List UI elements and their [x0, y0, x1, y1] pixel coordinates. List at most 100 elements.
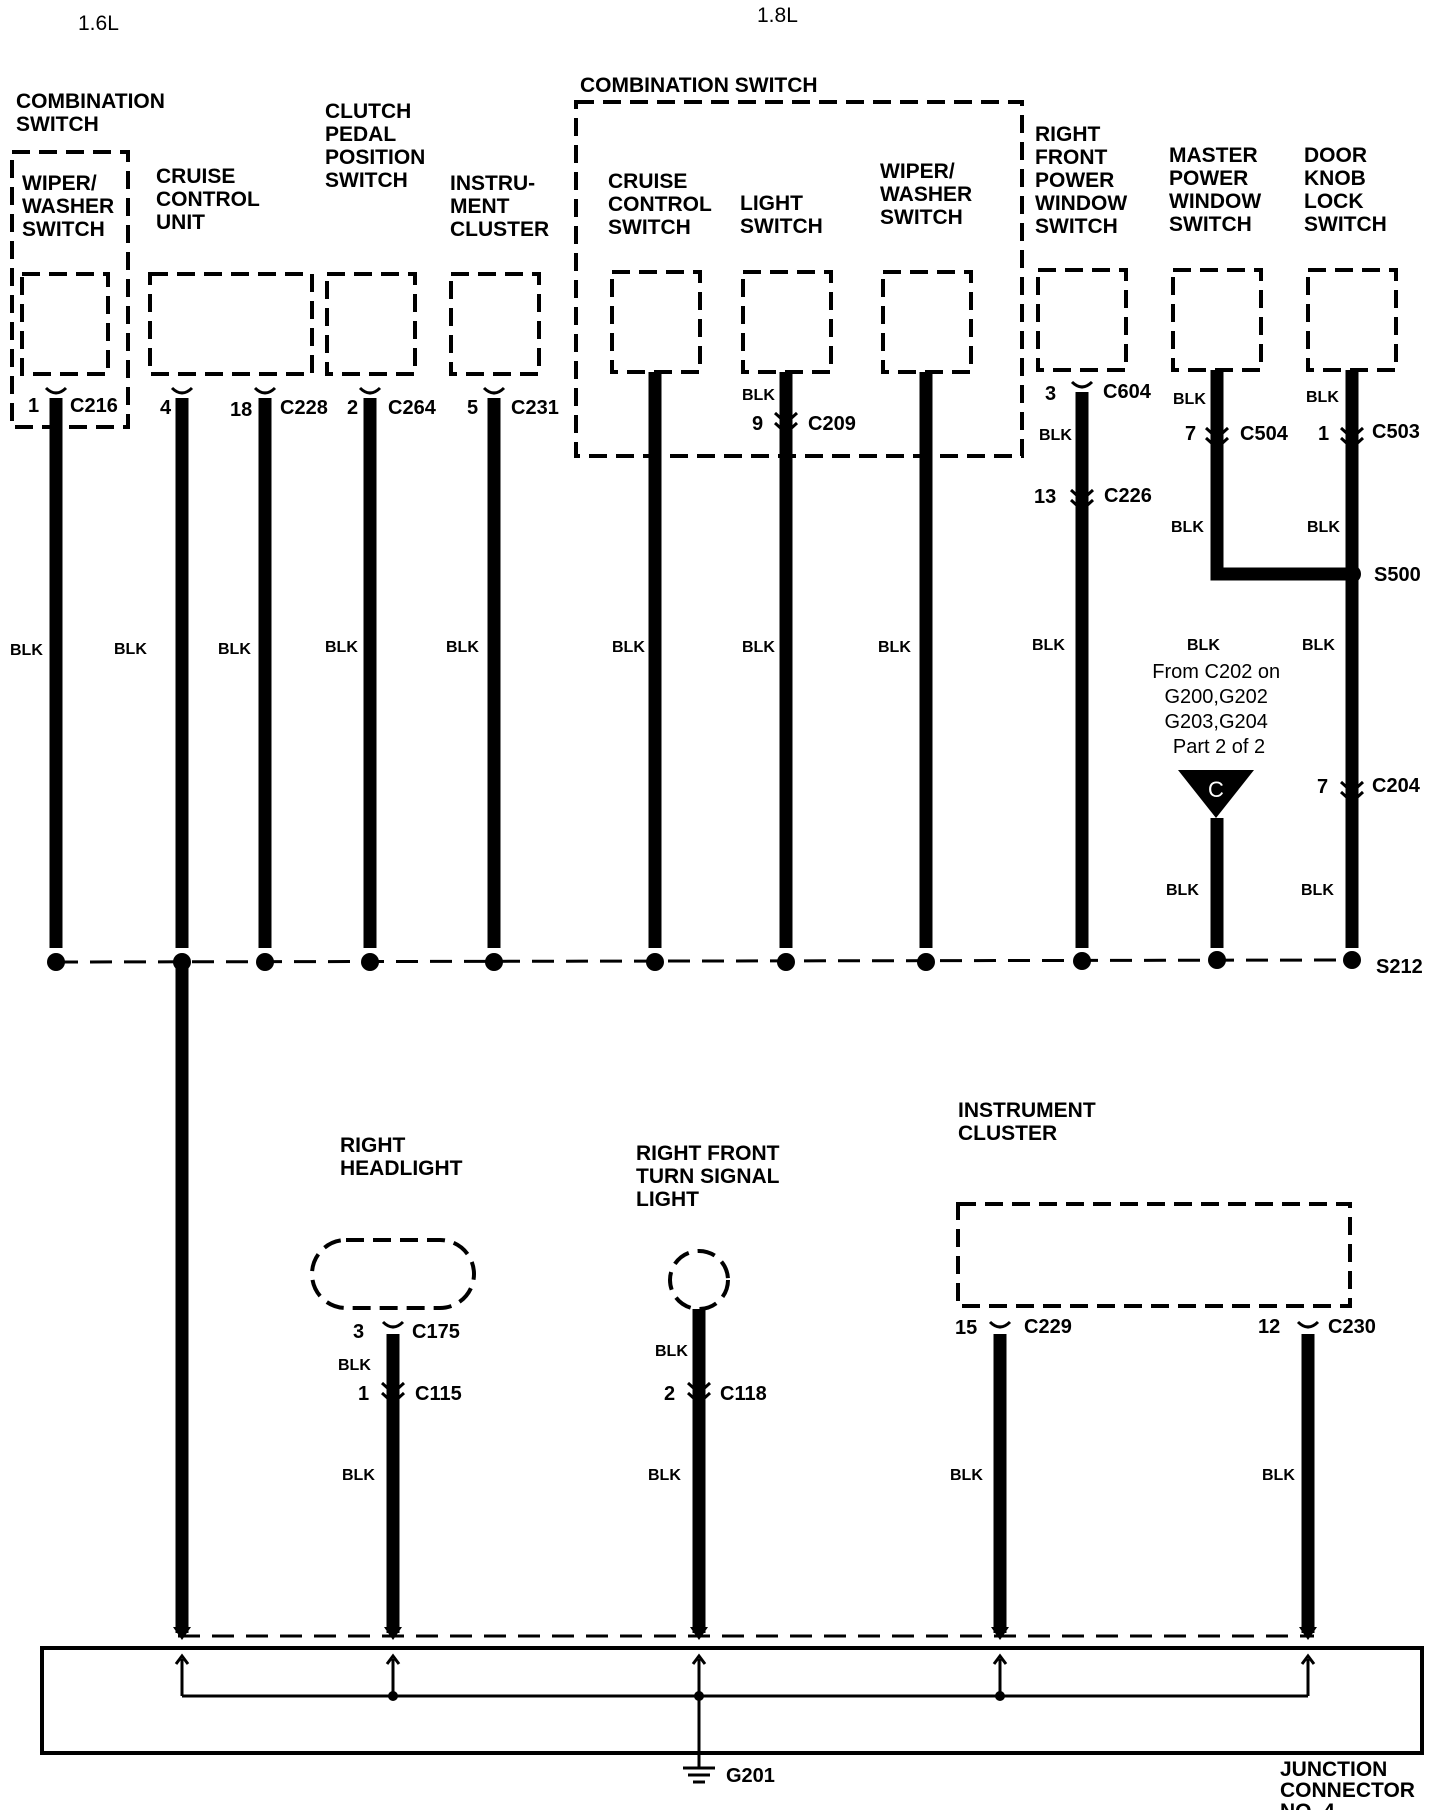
offpage-triangle-icon [1178, 770, 1254, 818]
c175-pin: 3 [353, 1321, 364, 1343]
cruise-control-switch-box [610, 270, 702, 374]
clutch-pedal-position-switch-title: CLUTCH PEDAL POSITION SWITCH [325, 100, 431, 192]
junction-internal-dots [388, 1691, 1005, 1701]
c115-pin: 1 [358, 1383, 369, 1405]
c216-pin: 1 [28, 395, 39, 417]
svg-text:BLK: BLK [742, 639, 775, 656]
svg-text:BLK: BLK [342, 1467, 375, 1484]
right-headlight-title: RIGHT HEADLIGHT [340, 1134, 463, 1180]
junction-connector-title: JUNCTION CONNECTOR NO. 4 [1280, 1758, 1421, 1810]
c226-pin: 13 [1034, 486, 1056, 508]
c264-pin: 2 [347, 397, 358, 419]
junction-connector-box [40, 1646, 1424, 1755]
svg-text:BLK: BLK [218, 641, 251, 658]
c231-pin: 5 [467, 397, 478, 419]
right-front-power-window-switch-box [1036, 268, 1128, 372]
svg-text:BLK: BLK [1166, 882, 1199, 899]
c231-label: C231 [511, 397, 559, 419]
instrument-cluster-top-title: INSTRU- MENT CLUSTER [450, 172, 549, 241]
cruise-control-unit-box [148, 272, 314, 376]
c118-label: C118 [720, 1383, 767, 1405]
c264-label: C264 [388, 397, 437, 419]
g201-label: G201 [726, 1765, 775, 1787]
s212-label: S212 [1376, 956, 1423, 978]
offpage-symbol-letter: C [1208, 777, 1224, 802]
bottom-wires [386, 1309, 1315, 1633]
combination-switch-1-8l-title: COMBINATION SWITCH [580, 74, 818, 97]
junction-internal-bus [174, 1653, 1316, 1768]
cruise-control-switch-title: CRUISE CONTROL SWITCH [608, 170, 717, 239]
s500-wire-color-left: BLK [1171, 519, 1204, 536]
svg-text:BLK: BLK [10, 642, 43, 659]
svg-text:BLK: BLK [1187, 637, 1220, 654]
top-wires [49, 370, 1359, 948]
combination-switch-1-6l-title: COMBINATION SWITCH [16, 90, 171, 136]
combination-switch-1-6l-outline [10, 150, 130, 429]
s500-wire-color-right: BLK [1307, 519, 1340, 536]
instrument-cluster-top-box [449, 272, 541, 376]
svg-text:BLK: BLK [1262, 1467, 1295, 1484]
s212-bus-line [55, 958, 1353, 964]
master-power-window-switch-title: MASTER POWER WINDOW SWITCH [1169, 144, 1267, 236]
c175-label: C175 [412, 1321, 460, 1343]
s500-label: S500 [1374, 564, 1421, 586]
c504-wire-color: BLK [1173, 391, 1206, 408]
c204-pin: 7 [1317, 776, 1328, 798]
c226-label: C226 [1104, 485, 1152, 507]
clutch-pedal-position-switch-box [325, 272, 417, 376]
svg-text:BLK: BLK [325, 639, 358, 656]
c229-label: C229 [1024, 1316, 1072, 1338]
ground-icon [683, 1766, 715, 1784]
c228-label: C228 [280, 397, 328, 419]
svg-text:BLK: BLK [446, 639, 479, 656]
master-power-window-switch-box [1171, 268, 1263, 372]
wiper-washer-switch-1-6l-title: WIPER/ WASHER SWITCH [22, 172, 120, 241]
c209-pin: 9 [752, 413, 763, 435]
right-headlight-shape [310, 1238, 476, 1310]
wiper-washer-switch-1-8l-box [881, 270, 973, 374]
light-switch-title: LIGHT SWITCH [740, 192, 823, 238]
svg-text:BLK: BLK [878, 639, 911, 656]
svg-text:BLK: BLK [612, 639, 645, 656]
c209-wire-color: BLK [742, 387, 775, 404]
svg-text:BLK: BLK [1032, 637, 1065, 654]
c503-wire-color: BLK [1306, 389, 1339, 406]
door-knob-lock-switch-box [1306, 268, 1398, 372]
inline-connector-chevrons [773, 411, 1365, 805]
c604-wire-color: BLK [1039, 427, 1072, 444]
wire-color-labels-bottom: BLK BLK BLK BLK [342, 1467, 1295, 1484]
s500-splice-dot [1343, 565, 1361, 583]
wiper-washer-switch-1-6l-box [20, 272, 110, 376]
c504-pin: 7 [1185, 423, 1196, 445]
engine-label-1-8l: 1.8L [757, 4, 798, 27]
wire-color-labels-top: BLK BLK BLK BLK BLK BLK BLK BLK BLK BLK … [10, 637, 1335, 899]
c115-label: C115 [415, 1383, 462, 1405]
c118-pin: 2 [664, 1383, 675, 1405]
right-front-turn-signal-bulb [668, 1249, 730, 1311]
c209-label: C209 [808, 413, 856, 435]
svg-text:BLK: BLK [1302, 637, 1335, 654]
c115-wire-color: BLK [338, 1357, 371, 1374]
c604-label: C604 [1103, 381, 1152, 403]
light-switch-box [741, 270, 833, 374]
c229-pin: 15 [955, 1317, 977, 1339]
svg-text:BLK: BLK [1301, 882, 1334, 899]
c118-wire-color: BLK [655, 1343, 688, 1360]
right-front-power-window-switch-title: RIGHT FRONT POWER WINDOW SWITCH [1035, 123, 1133, 238]
cruise-control-unit-title: CRUISE CONTROL UNIT [156, 165, 265, 234]
c604-pin: 3 [1045, 383, 1056, 405]
right-front-turn-signal-title: RIGHT FRONT TURN SIGNAL LIGHT [636, 1142, 785, 1211]
instrument-cluster-bottom-box [956, 1202, 1352, 1308]
svg-text:BLK: BLK [114, 641, 147, 658]
c503-label: C503 [1372, 421, 1420, 443]
c228-pin-18: 18 [230, 399, 252, 421]
wiper-washer-switch-1-8l-title: WIPER/ WASHER SWITCH [880, 160, 978, 229]
terminal-fork-symbols [44, 380, 1094, 395]
instrument-cluster-bottom-title: INSTRUMENT CLUSTER [958, 1099, 1102, 1145]
svg-text:BLK: BLK [950, 1467, 983, 1484]
c503-pin: 1 [1318, 423, 1329, 445]
door-knob-lock-switch-title: DOOR KNOB LOCK SWITCH [1304, 144, 1387, 236]
c204-label: C204 [1372, 775, 1421, 797]
c216-label: C216 [70, 395, 118, 417]
